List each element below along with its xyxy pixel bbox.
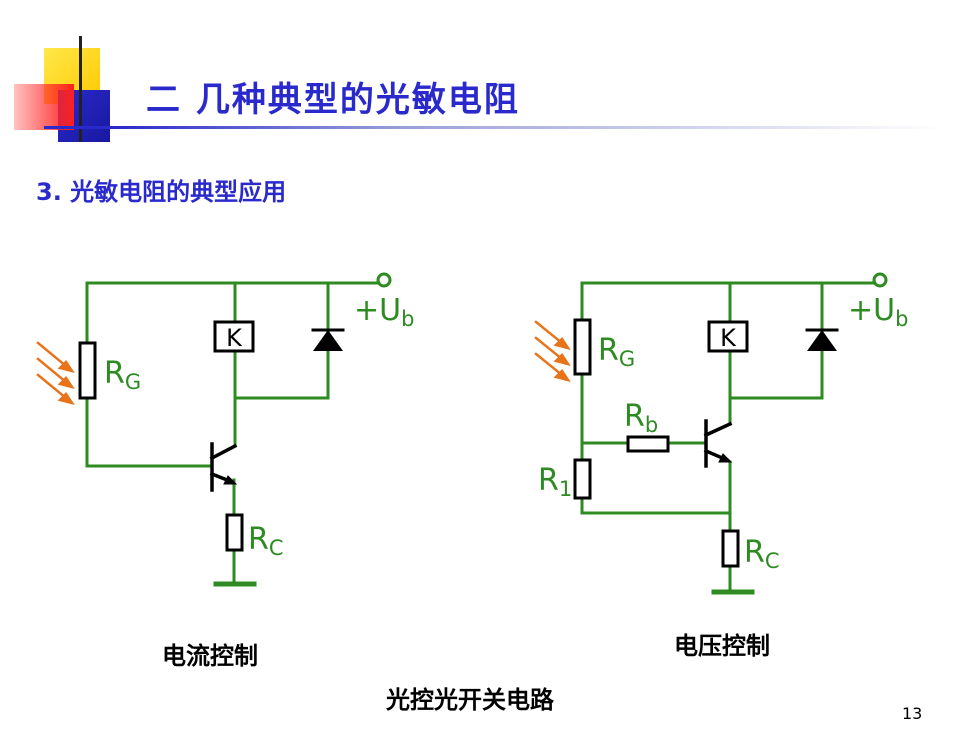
right-photoresistor-rg (573, 318, 592, 376)
right-resistor-r1 (573, 458, 592, 500)
right-supply-terminal (872, 272, 888, 288)
left-relay-label: K (226, 324, 243, 352)
left-light-arrows (36, 341, 75, 405)
page-title: 二 几种典型的光敏电阻 (146, 80, 520, 120)
right-supply-label: +Ub (848, 293, 908, 331)
right-wires (580, 281, 876, 595)
right-circuit-caption: 电压控制 (674, 632, 770, 660)
header-deco-red-block (14, 84, 74, 130)
right-resistor-rc (721, 529, 740, 568)
left-rg-label: RG (104, 356, 141, 394)
right-diode (805, 328, 839, 351)
right-light-arrows (534, 320, 571, 382)
left-rc-label: RC (248, 522, 284, 560)
page-number: 13 (902, 704, 923, 723)
right-relay-label: K (720, 324, 737, 352)
left-wires (85, 281, 380, 587)
right-relay-coil (707, 320, 749, 353)
right-transistor (703, 419, 733, 468)
section-subtitle: 3. 光敏电阻的典型应用 (36, 178, 287, 206)
right-circuit: +Ub K RG Rb R1 RC (534, 272, 908, 595)
left-resistor-rc (225, 513, 244, 552)
left-relay-coil (213, 320, 255, 353)
left-diode (311, 328, 345, 351)
left-supply-terminal (376, 272, 392, 288)
right-rc-label: RC (744, 535, 780, 573)
right-r1-label: R1 (538, 463, 572, 501)
left-transistor (209, 442, 238, 492)
header-deco-vertical-line (79, 36, 82, 142)
left-circuit-caption: 电流控制 (162, 642, 258, 670)
header-underline (44, 126, 944, 129)
left-supply-label: +Ub (354, 293, 414, 331)
right-resistor-rb (626, 435, 670, 453)
left-circuit: +Ub K RG RC (36, 272, 414, 587)
figure-caption: 光控光开关电路 (386, 686, 554, 714)
right-rb-label: Rb (624, 399, 658, 437)
left-photoresistor-rg (78, 341, 97, 400)
right-rg-label: RG (598, 333, 635, 371)
